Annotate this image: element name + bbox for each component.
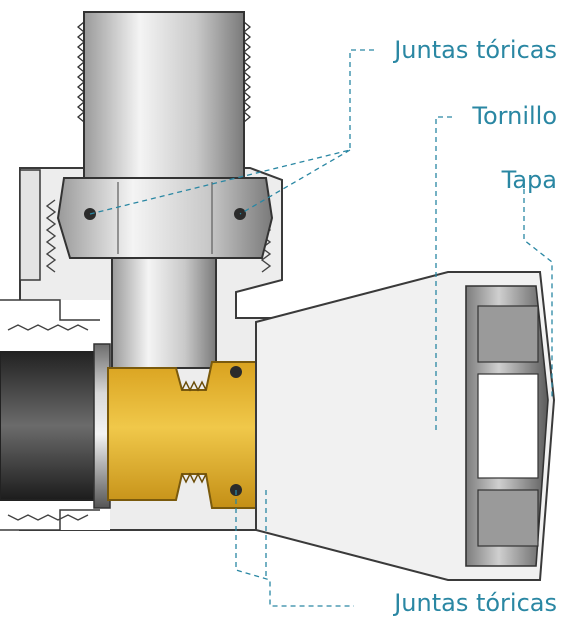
label-juntas-toricas-bottom: Juntas tóricas [394, 589, 557, 617]
leader-tornillo [435, 116, 452, 432]
label-tornillo: Tornillo [472, 102, 557, 130]
leader-juntas-top-2 [239, 149, 351, 215]
leader-juntas-top-1 [89, 49, 374, 215]
cap [255, 271, 556, 581]
label-tapa: Tapa [501, 166, 557, 194]
top-connector [56, 11, 274, 369]
leader-lines [89, 49, 553, 607]
left-pipe [0, 343, 111, 509]
label-juntas-toricas-top: Juntas tóricas [394, 36, 557, 64]
leader-tapa [523, 180, 553, 400]
